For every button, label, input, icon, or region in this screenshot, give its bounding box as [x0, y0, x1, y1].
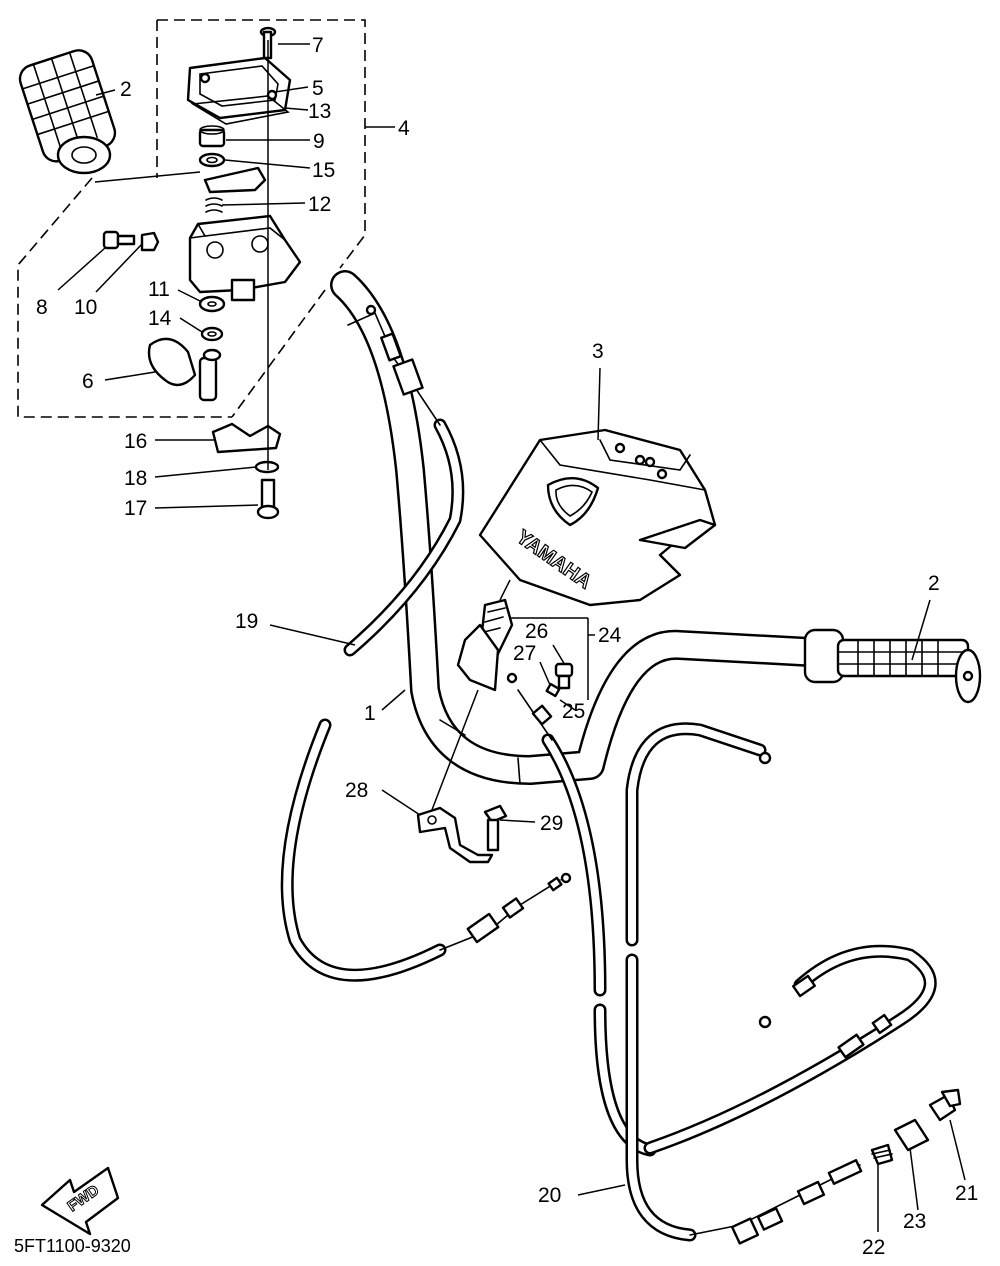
washer-11 — [198, 295, 226, 313]
callout-14: 14 — [148, 307, 172, 330]
callout-15: 15 — [312, 159, 335, 182]
callout-10: 10 — [74, 296, 97, 319]
callout-23: 23 — [903, 1210, 926, 1233]
callout-24: 24 — [598, 624, 622, 647]
callout-29: 29 — [540, 812, 563, 835]
callout-21: 21 — [955, 1182, 978, 1205]
spring — [205, 197, 223, 213]
washer-14 — [200, 326, 224, 342]
callout-11: 11 — [148, 278, 170, 301]
callout-26: 26 — [525, 620, 548, 643]
callout-5: 5 — [312, 77, 324, 100]
nut-10 — [140, 231, 160, 252]
throttle-lever-plate — [203, 166, 267, 194]
callout-19: 19 — [235, 610, 258, 633]
callout-7: 7 — [312, 34, 324, 57]
callout-16: 16 — [124, 430, 147, 453]
throttle-cable — [280, 304, 572, 982]
clamp-16 — [211, 422, 282, 454]
callout-2-right: 2 — [928, 572, 940, 595]
washer-18 — [254, 460, 280, 474]
lower-cables — [506, 672, 937, 1245]
callout-22: 22 — [862, 1236, 885, 1259]
left-grip — [18, 49, 201, 183]
nut — [198, 125, 226, 148]
throttle-cover — [186, 56, 292, 120]
callout-numbers: 7 5 13 4 9 15 12 2 8 10 11 14 6 16 18 17… — [36, 34, 978, 1259]
forward-arrow: FWD — [40, 1166, 120, 1236]
callout-17: 17 — [124, 497, 147, 520]
callout-12: 12 — [308, 193, 331, 216]
callout-2-left: 2 — [120, 78, 132, 101]
callout-6: 6 — [82, 370, 94, 393]
throttle-lever — [147, 337, 222, 402]
collar-23 — [893, 1118, 930, 1152]
callout-25: 25 — [562, 700, 585, 723]
callout-1: 1 — [364, 702, 376, 725]
callout-4: 4 — [398, 117, 410, 140]
handlebar — [330, 270, 825, 785]
callout-13: 13 — [308, 100, 331, 123]
leader-lines — [57, 43, 966, 1232]
gasket — [190, 95, 290, 125]
callout-20: 20 — [538, 1184, 561, 1207]
nut-21 — [928, 1088, 962, 1122]
right-grip — [803, 628, 982, 704]
screw-8 — [102, 230, 136, 250]
switch-unit — [429, 598, 514, 816]
callout-27: 27 — [513, 642, 536, 665]
throttle-housing — [188, 214, 302, 302]
bracket-28 — [416, 806, 494, 864]
handlebar-cover: YAMAHA — [478, 428, 717, 607]
washer — [198, 152, 226, 168]
callout-3: 3 — [592, 340, 604, 363]
washer-27 — [545, 682, 561, 698]
screw-26 — [554, 662, 574, 690]
screw-29 — [483, 804, 508, 852]
callout-28: 28 — [345, 779, 368, 802]
bolt-17 — [256, 478, 280, 520]
callout-8: 8 — [36, 296, 48, 319]
drawing-code: 5FT1100-9320 — [14, 1236, 131, 1256]
spring-22 — [870, 1143, 894, 1166]
callout-9: 9 — [313, 130, 325, 153]
callout-18: 18 — [124, 467, 147, 490]
